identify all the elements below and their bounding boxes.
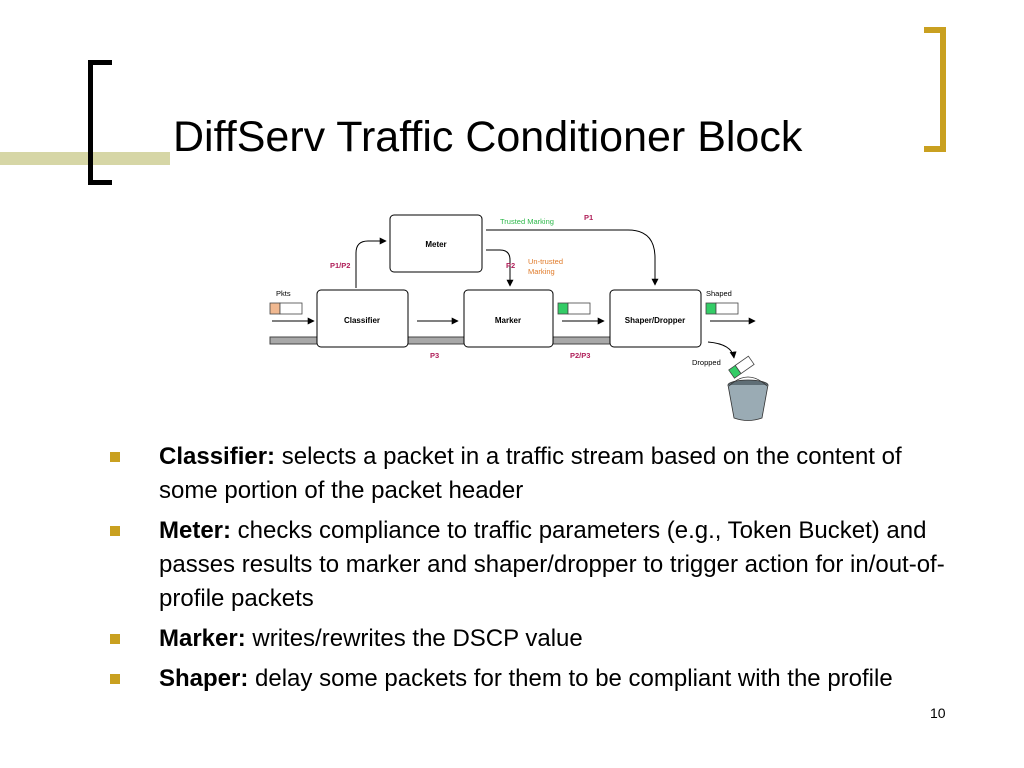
p2p3-label: P2/P3 — [570, 351, 590, 360]
bullet-item: Classifier: selects a packet in a traffi… — [110, 440, 950, 508]
p1-label: P1 — [584, 213, 593, 222]
bucket-icon — [727, 376, 769, 421]
bullet-text: writes/rewrites the DSCP value — [245, 625, 583, 652]
bullet-item: Shaper: delay some packets for them to b… — [110, 662, 950, 696]
bullet-marker — [110, 452, 120, 462]
shaped-label: Shaped — [706, 289, 732, 298]
p2-label: P2 — [506, 261, 515, 270]
trusted-marking-label: Trusted Marking — [500, 217, 554, 226]
shaped-packet — [705, 302, 739, 315]
marker-box: Marker — [463, 289, 554, 348]
marker-label: Marker — [495, 316, 521, 325]
dropped-packet — [728, 355, 755, 379]
dropped-label: Dropped — [692, 358, 721, 367]
untrusted-label-line2: Marking — [528, 267, 555, 276]
flow-arrows — [272, 229, 756, 359]
bullet-list: Classifier: selects a packet in a traffi… — [110, 440, 950, 702]
bullet-term: Shaper: — [159, 665, 249, 692]
left-bracket-decoration — [88, 60, 112, 185]
bullet-item: Meter: checks compliance to traffic para… — [110, 514, 950, 616]
bullet-item: Marker: writes/rewrites the DSCP value — [110, 622, 950, 656]
classifier-label: Classifier — [344, 316, 380, 325]
shaper-dropper-label: Shaper/Dropper — [625, 316, 685, 325]
p3-label: P3 — [430, 351, 439, 360]
p1p2-label: P1/P2 — [330, 261, 350, 270]
bullet-term: Classifier: — [159, 443, 276, 470]
slide-title: DiffServ Traffic Conditioner Block — [173, 113, 803, 161]
page-number: 10 — [930, 705, 946, 721]
shaper-dropper-box: Shaper/Dropper — [609, 289, 702, 348]
bullet-marker — [110, 674, 120, 684]
meter-label: Meter — [425, 240, 446, 249]
bullet-marker — [110, 526, 120, 536]
classifier-box: Classifier — [316, 289, 409, 348]
untrusted-label-line1: Un-trusted — [528, 257, 563, 266]
bullet-text: checks compliance to traffic parameters … — [159, 517, 945, 612]
bullet-term: Meter: — [159, 517, 232, 544]
meter-box: Meter — [389, 214, 483, 273]
bullet-text: delay some packets for them to be compli… — [248, 665, 893, 692]
traffic-conditioner-diagram: Meter Classifier Marker Shaper/Dropper P… — [269, 213, 769, 421]
bullet-marker — [110, 634, 120, 644]
bullet-term: Marker: — [159, 625, 246, 652]
right-bracket-decoration — [924, 27, 946, 152]
pkts-label: Pkts — [276, 289, 291, 298]
title-accent-band — [0, 152, 170, 165]
marked-packet — [557, 302, 591, 315]
input-packet — [269, 302, 303, 315]
bullet-text: selects a packet in a traffic stream bas… — [159, 443, 902, 504]
